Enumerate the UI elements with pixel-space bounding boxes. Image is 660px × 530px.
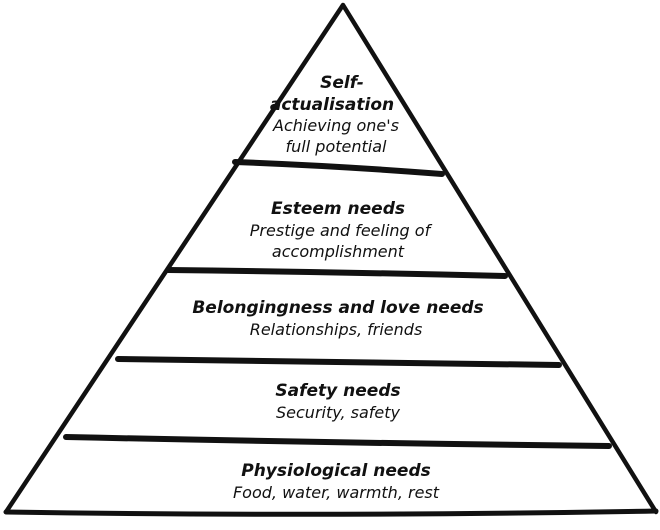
pyramid-outline (3, 2, 659, 515)
level-physiological: Physiological needs Food, water, warmth,… (233, 461, 440, 502)
divider-2 (165, 267, 508, 279)
level-2-desc-line-1: Prestige and feeling of (250, 221, 433, 240)
level-4-title: Safety needs (275, 381, 400, 401)
level-belongingness: Belongingness and love needs Relationshi… (192, 298, 483, 339)
level-5-desc: Food, water, warmth, rest (233, 483, 440, 502)
level-3-title: Belongingness and love needs (192, 298, 483, 318)
level-1-title-line-1: Self- (320, 73, 364, 93)
divider-3 (115, 356, 562, 368)
level-self-actualisation: Self- actualisation Achieving one's full… (270, 73, 399, 156)
level-2-title: Esteem needs (271, 199, 405, 219)
divider-1 (232, 159, 445, 177)
level-safety: Safety needs Security, safety (275, 381, 400, 422)
level-1-title-line-2: actualisation (270, 95, 394, 115)
level-4-desc: Security, safety (276, 403, 401, 422)
divider-4 (63, 434, 612, 449)
level-esteem: Esteem needs Prestige and feeling of acc… (250, 199, 433, 261)
level-1-desc-line-2: full potential (286, 137, 387, 156)
level-2-desc-line-2: accomplishment (272, 242, 405, 261)
level-1-desc-line-1: Achieving one's (272, 116, 399, 135)
pyramid-base-line (3, 508, 659, 517)
level-5-title: Physiological needs (241, 461, 431, 481)
level-3-desc: Relationships, friends (250, 320, 423, 339)
